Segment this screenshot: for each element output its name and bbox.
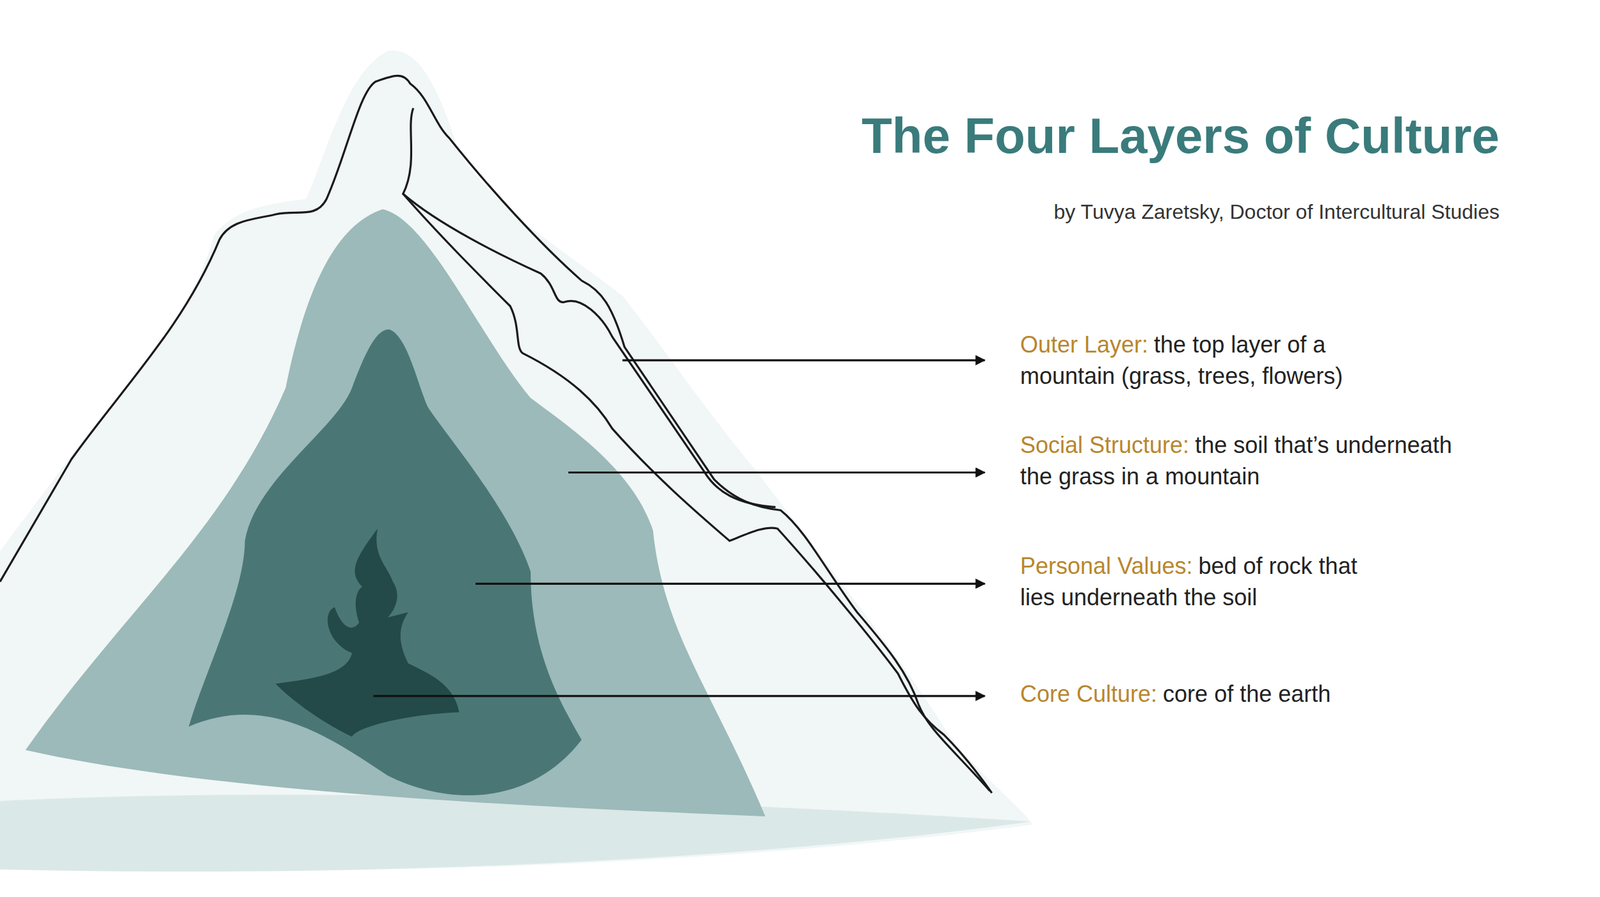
title: The Four Layers of Culture xyxy=(861,108,1500,164)
byline: by Tuvya Zaretsky, Doctor of Intercultur… xyxy=(1053,199,1500,224)
layer-name: Core Culture: xyxy=(1020,680,1158,708)
social-structure-layer xyxy=(25,209,766,817)
personal-values-layer xyxy=(188,329,582,796)
layer-description-text: core of the earth xyxy=(1162,680,1331,708)
layer-description: Social Structure:the soil that’s underne… xyxy=(1020,429,1469,493)
layer-description: Outer Layer:the top layer of a mountain … xyxy=(1020,328,1417,392)
ground-band xyxy=(0,794,1031,872)
leader-lines xyxy=(373,360,985,697)
layer-name: Outer Layer: xyxy=(1020,331,1149,358)
mountain-halo xyxy=(0,50,1033,872)
leader-line xyxy=(622,359,985,361)
mountain-outline xyxy=(0,75,992,793)
leader-line xyxy=(568,471,985,474)
layer-name: Social Structure: xyxy=(1020,432,1190,459)
layer-description: Core Culture:core of the earth xyxy=(1020,678,1507,710)
layer-name: Personal Values: xyxy=(1020,552,1193,580)
leader-line xyxy=(373,695,985,697)
core-flame xyxy=(275,528,459,737)
layer-description: Personal Values:bed of rock that lies un… xyxy=(1020,550,1366,614)
leader-line xyxy=(475,583,985,585)
